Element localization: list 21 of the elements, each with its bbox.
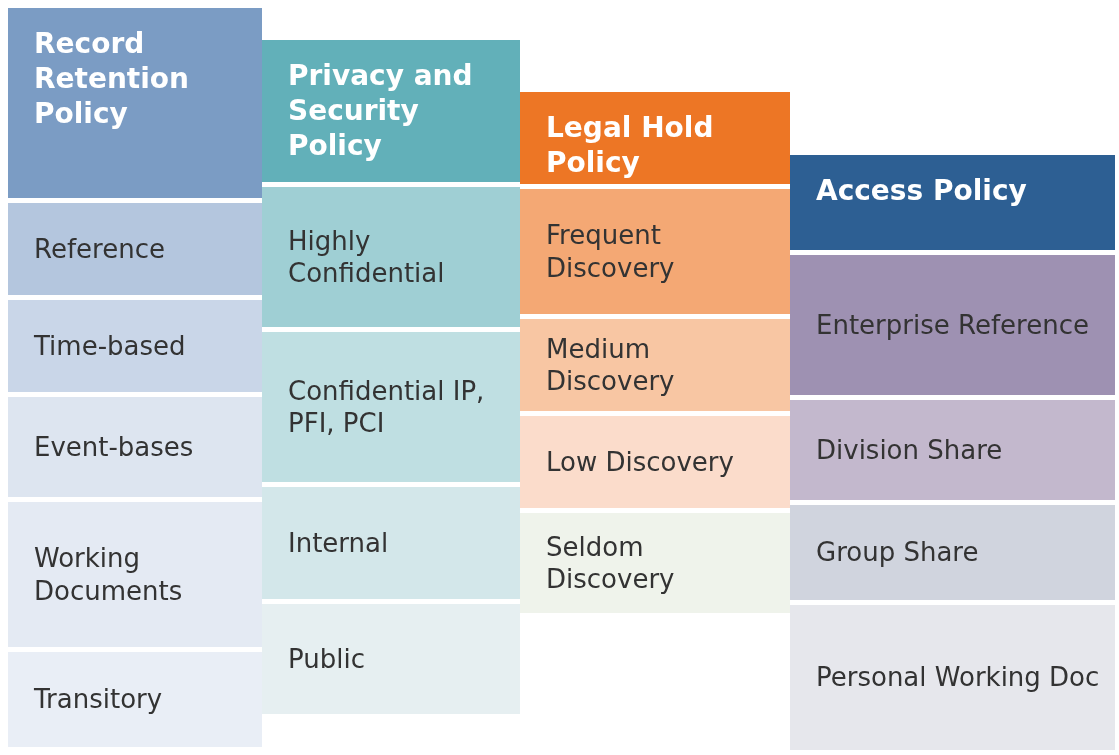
category-row: Highly Confidential xyxy=(262,187,520,327)
category-row: Internal xyxy=(262,487,520,599)
category-row: Time-based xyxy=(8,300,262,392)
policy-header: Access Policy xyxy=(790,155,1115,250)
category-row: Seldom Discovery xyxy=(520,513,790,613)
category-row: Low Discovery xyxy=(520,416,790,508)
category-row: Working Documents xyxy=(8,502,262,647)
category-row: Personal Working Doc xyxy=(790,605,1115,750)
category-row: Frequent Discovery xyxy=(520,189,790,314)
policy-header: Privacy and Security Policy xyxy=(262,40,520,182)
category-row: Group Share xyxy=(790,505,1115,600)
policy-header: Legal Hold Policy xyxy=(520,92,790,184)
category-row: Medium Discovery xyxy=(520,319,790,411)
category-row: Enterprise Reference xyxy=(790,255,1115,395)
category-row: Reference xyxy=(8,203,262,295)
category-row: Confidential IP, PFI, PCI xyxy=(262,332,520,482)
category-row: Transitory xyxy=(8,652,262,747)
policy-header: Record Retention Policy xyxy=(8,8,262,198)
category-row: Division Share xyxy=(790,400,1115,500)
category-row: Event-bases xyxy=(8,397,262,497)
category-row: Public xyxy=(262,604,520,714)
